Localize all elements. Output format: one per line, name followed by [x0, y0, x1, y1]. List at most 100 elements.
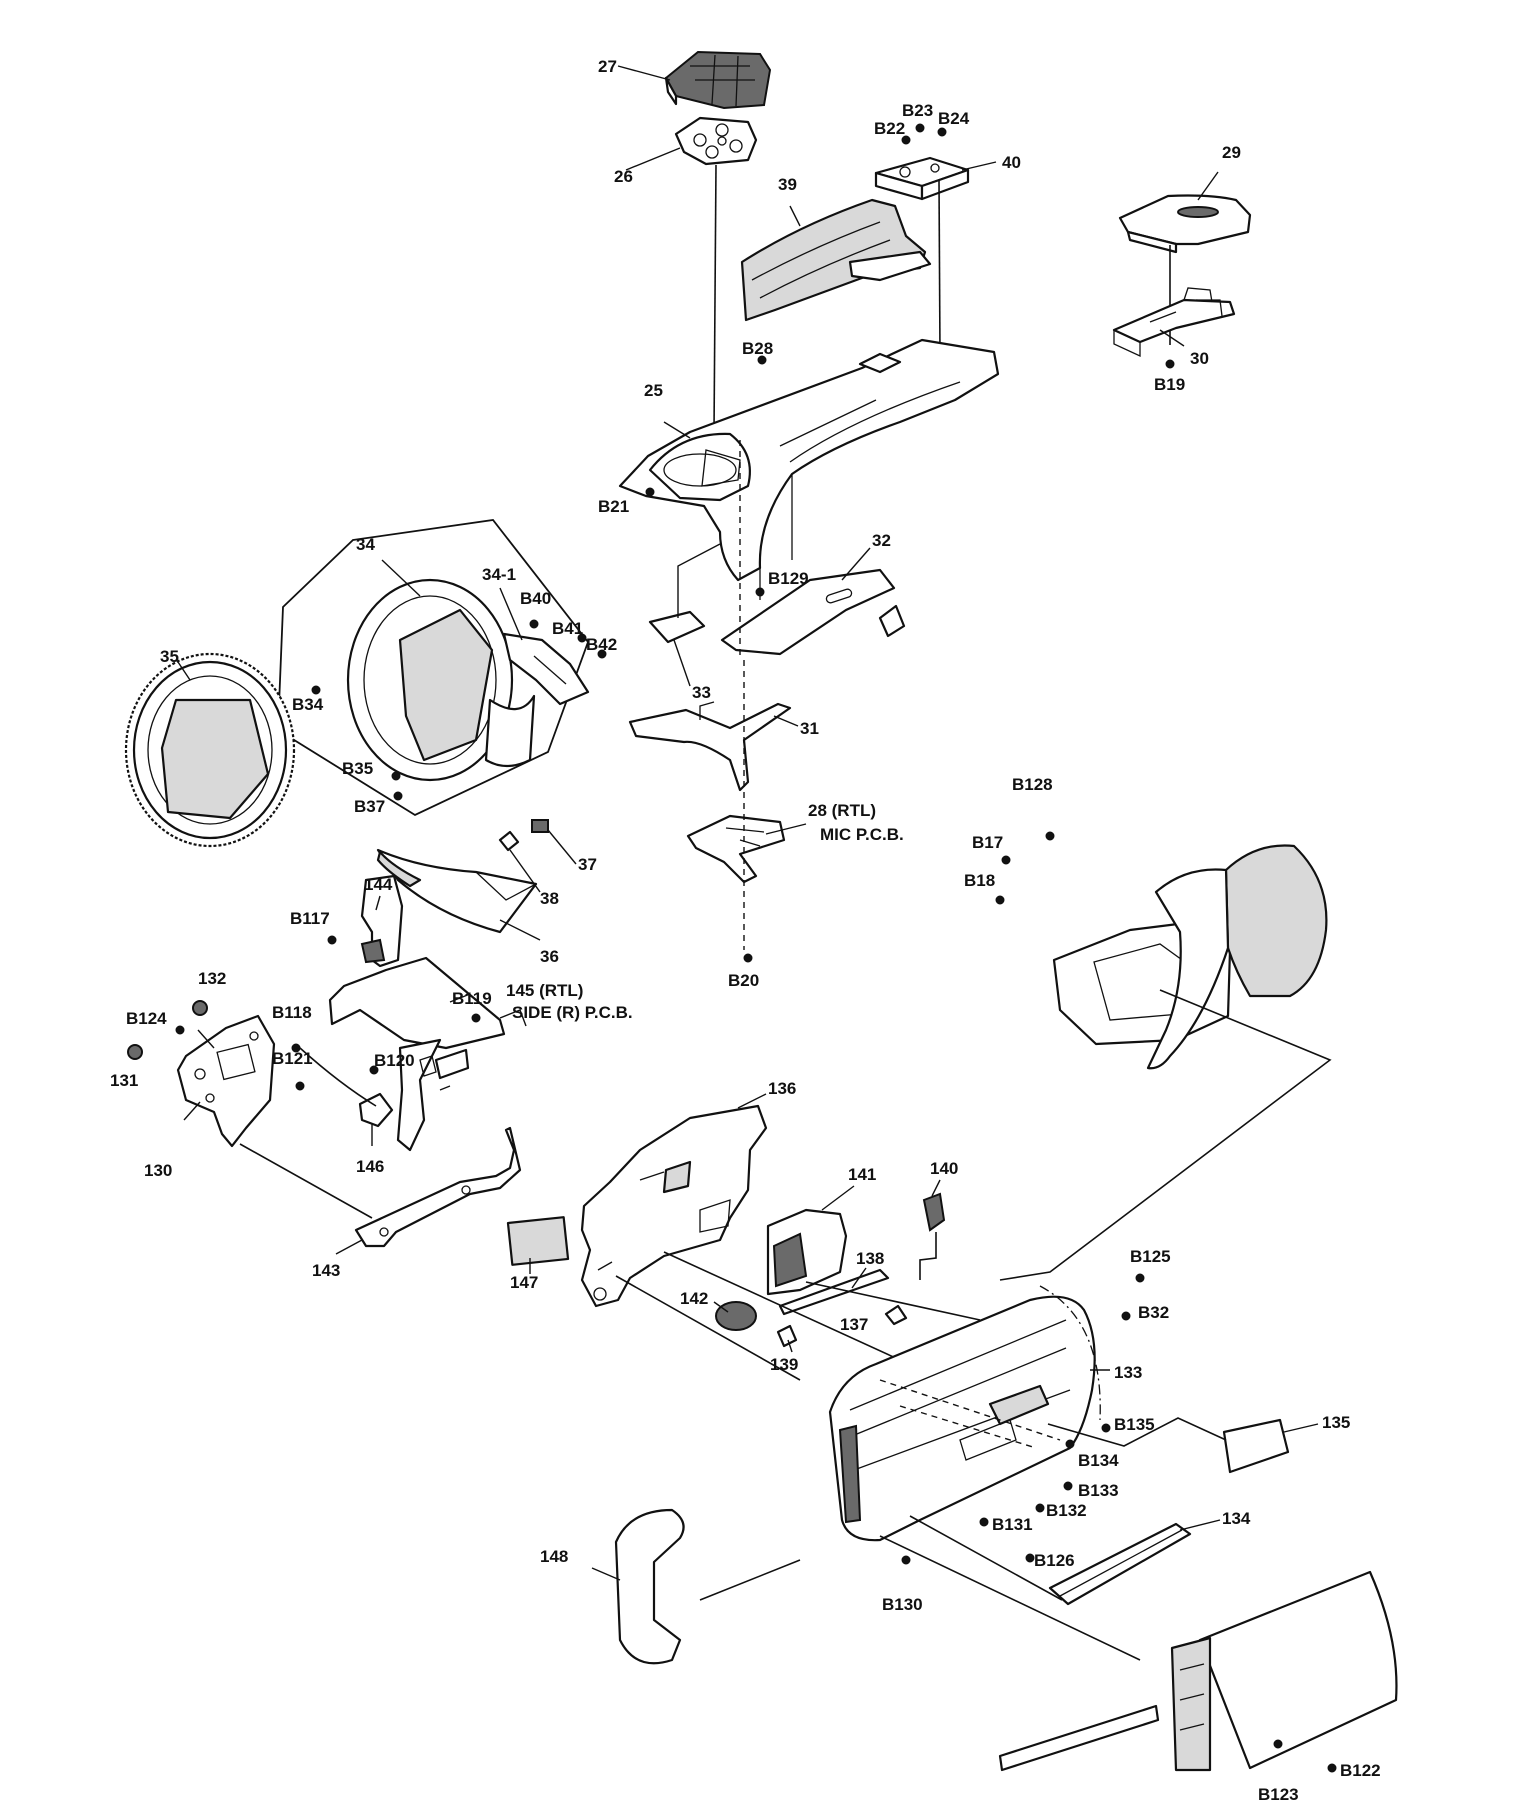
- part-136-inner-frame: [580, 1104, 768, 1308]
- part-25-top-case: [618, 338, 1000, 600]
- callout-132: 132: [198, 969, 226, 988]
- screw-B117: [327, 935, 337, 945]
- screw-B119: [471, 1013, 481, 1023]
- screw-B123: [1273, 1739, 1283, 1749]
- part-135-cover: [1222, 1418, 1290, 1474]
- callout-29: 29: [1222, 143, 1241, 162]
- callout-B17: B17: [972, 833, 1003, 852]
- screw-B37: [393, 791, 403, 801]
- part-130-bracket: [176, 1014, 276, 1148]
- callout-133: 133: [1114, 1363, 1142, 1382]
- part-37-sensor: [531, 819, 549, 833]
- callout-B24: B24: [938, 109, 970, 128]
- callout-147: 147: [510, 1273, 538, 1292]
- part-35-front-ring: [124, 652, 296, 848]
- callout-B22: B22: [874, 119, 905, 138]
- callout-131: 131: [110, 1071, 138, 1090]
- callout-130: 130: [144, 1161, 172, 1180]
- callout-36: 36: [540, 947, 559, 966]
- screw-B20: [743, 953, 753, 963]
- callout-137: 137: [840, 1315, 868, 1334]
- leader-lines: [177, 65, 1319, 1581]
- screw-B17: [1001, 855, 1011, 865]
- callout-31: 31: [800, 719, 819, 738]
- screw-B133: [1063, 1481, 1073, 1491]
- part-lens-block-unit: [1052, 844, 1328, 1070]
- callout-B119: B119: [452, 989, 492, 1008]
- screw-B124: [175, 1025, 185, 1035]
- callout-B23: B23: [902, 101, 933, 120]
- callout-B125: B125: [1130, 1247, 1171, 1266]
- callout-B134: B134: [1078, 1451, 1119, 1470]
- screw-B18: [995, 895, 1005, 905]
- callout-B32: B32: [1138, 1303, 1169, 1322]
- callout-B35: B35: [342, 759, 373, 778]
- callout-B40: B40: [520, 589, 551, 608]
- callout-148: 148: [540, 1547, 568, 1566]
- screw-B129: [755, 587, 765, 597]
- callout-B122: B122: [1340, 1761, 1381, 1780]
- part-138-bar: [778, 1268, 890, 1316]
- callout-B42: B42: [586, 635, 617, 654]
- callout-B132: B132: [1046, 1501, 1087, 1520]
- callout-38: 38: [540, 889, 559, 908]
- screw-B121: [295, 1081, 305, 1091]
- callout-145-side-r-pcb: SIDE (R) P.C.B.: [512, 1003, 633, 1022]
- part-40-bracket: [874, 156, 970, 201]
- screw-B135: [1101, 1423, 1111, 1433]
- screw-B128: [1045, 831, 1055, 841]
- callout-B133: B133: [1078, 1481, 1119, 1500]
- callout-135: 135: [1322, 1413, 1350, 1432]
- callout-B21: B21: [598, 497, 629, 516]
- part-36-lower-cover: [376, 848, 538, 934]
- part-26-button-board: [674, 116, 758, 166]
- screw-B134: [1065, 1439, 1075, 1449]
- screw-B131: [979, 1517, 989, 1527]
- screw-B41: [577, 633, 587, 643]
- screw-B125: [1135, 1273, 1145, 1283]
- callout-144: 144: [364, 875, 393, 894]
- callout-B135: B135: [1114, 1415, 1155, 1434]
- part-32-plate: [720, 568, 906, 656]
- callout-141: 141: [848, 1165, 876, 1184]
- screws: [175, 123, 1337, 1773]
- part-39-top-cover: [740, 198, 932, 322]
- part-132-screw: [192, 1000, 208, 1016]
- callout-B18: B18: [964, 871, 995, 890]
- part-144-bracket: [360, 874, 404, 968]
- callout-26: 26: [614, 167, 633, 186]
- part-31-bracket: [628, 701, 792, 792]
- callout-134: 134: [1222, 1509, 1251, 1528]
- callout-B129: B129: [768, 569, 809, 588]
- part-148-grip: [614, 1508, 685, 1665]
- callout-25: 25: [644, 381, 663, 400]
- screw-B23: [915, 123, 925, 133]
- callout-40: 40: [1002, 153, 1021, 172]
- part-140-connector: [922, 1192, 946, 1232]
- part-38-lightguide: [498, 830, 520, 852]
- screw-B32: [1121, 1311, 1131, 1321]
- callout-140: 140: [930, 1159, 958, 1178]
- part-137-clip: [884, 1304, 908, 1326]
- callout-33: 33: [692, 683, 711, 702]
- part-134-strip: [1048, 1522, 1192, 1606]
- screw-B19: [1165, 359, 1175, 369]
- callout-34: 34: [356, 535, 375, 554]
- callout-B124: B124: [126, 1009, 167, 1028]
- callout-27: 27: [598, 57, 617, 76]
- part-142-speaker: [715, 1301, 757, 1331]
- callout-B34: B34: [292, 695, 324, 714]
- part-28-mic-pcb: [686, 814, 786, 884]
- callout-136: 136: [768, 1079, 796, 1098]
- screw-B42: [597, 649, 607, 659]
- callout-143: 143: [312, 1261, 340, 1280]
- screw-B28: [757, 355, 767, 365]
- callout-B123: B123: [1258, 1785, 1299, 1804]
- part-flex-cable: [998, 1704, 1160, 1772]
- part-143-bracket: [354, 1126, 522, 1248]
- callout-39: 39: [778, 175, 797, 194]
- part-30-latch: [1112, 287, 1236, 358]
- callout-B19: B19: [1154, 375, 1185, 394]
- screw-B35: [391, 771, 401, 781]
